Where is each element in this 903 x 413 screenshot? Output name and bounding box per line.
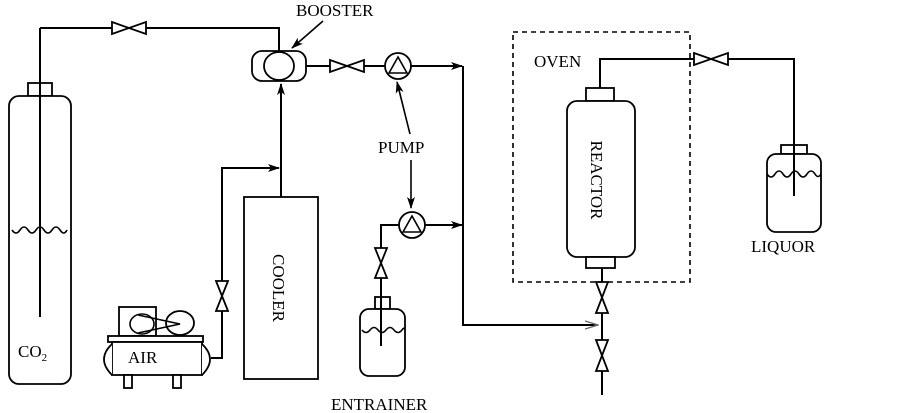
cooler: COOLER — [243, 196, 319, 380]
cooler-body — [243, 196, 319, 380]
pipe-entrainer-up — [380, 224, 399, 248]
compressor-pulley-small-icon — [129, 313, 155, 335]
pump-triangle-icon — [401, 214, 423, 233]
compressor-tank — [111, 341, 203, 376]
pipe-reactor-out — [599, 58, 696, 88]
pump-callout-arrow-up — [395, 81, 411, 135]
pipe-air-to-booster — [221, 164, 280, 281]
valve-air-line[interactable] — [214, 280, 230, 312]
entrainer-liquid-level-icon — [361, 326, 406, 334]
liquor-vessel — [766, 140, 822, 233]
valve-reactor-outlet[interactable] — [693, 51, 729, 67]
reactor: REACTOR — [566, 87, 636, 269]
valve-booster-outlet[interactable] — [329, 58, 365, 74]
pipe-air-out — [211, 311, 223, 359]
compressor-tank-end-right — [201, 343, 211, 376]
co2-cylinder: CO2 — [8, 28, 72, 385]
reactor-bottom-fitting — [585, 256, 616, 269]
compressor-leg-left — [123, 374, 133, 389]
valve-icon — [373, 247, 389, 279]
valve-reactor-bottom-2[interactable] — [594, 339, 610, 372]
oven-label: OVEN — [534, 52, 581, 71]
compressor-tank-end-left — [103, 343, 113, 376]
entrainer-cap — [374, 296, 391, 310]
valve-icon — [594, 281, 610, 314]
valve-icon — [693, 51, 729, 67]
pump-label: PUMP — [378, 138, 424, 157]
valve-icon — [594, 339, 610, 372]
valve-reactor-bottom-1[interactable] — [594, 281, 610, 314]
pipe-mixing-line — [462, 66, 596, 326]
valve-co2-line[interactable] — [111, 20, 147, 36]
valve-entrainer-line[interactable] — [373, 247, 389, 279]
compressor-pulley-large-icon — [165, 310, 195, 336]
co2-label: CO2 — [18, 342, 47, 364]
reactor-label: REACTOR — [587, 140, 606, 220]
booster-label: BOOSTER — [296, 1, 374, 20]
pump-co2 — [384, 52, 412, 80]
cooler-label: COOLER — [269, 254, 288, 323]
entrainer-vessel — [359, 296, 406, 377]
entrainer-label: ENTRAINER — [331, 395, 428, 413]
liquor-label: LIQUOR — [751, 237, 816, 256]
compressor-leg-right — [172, 374, 182, 389]
booster-callout-arrow — [291, 20, 324, 49]
booster-rotor-icon — [263, 51, 295, 81]
pump-entrainer — [398, 211, 426, 239]
compressor-belt-icon — [137, 314, 181, 334]
pump-triangle-icon — [387, 55, 409, 74]
valve-icon — [111, 20, 147, 36]
valve-icon — [329, 58, 365, 74]
pipe-co2-right — [146, 27, 280, 52]
booster — [251, 50, 307, 82]
valve-icon — [214, 280, 230, 312]
air-compressor: AIR — [103, 306, 211, 389]
entrainer-body — [359, 308, 406, 377]
reactor-top-fitting — [585, 87, 615, 102]
air-label: AIR — [128, 348, 158, 367]
